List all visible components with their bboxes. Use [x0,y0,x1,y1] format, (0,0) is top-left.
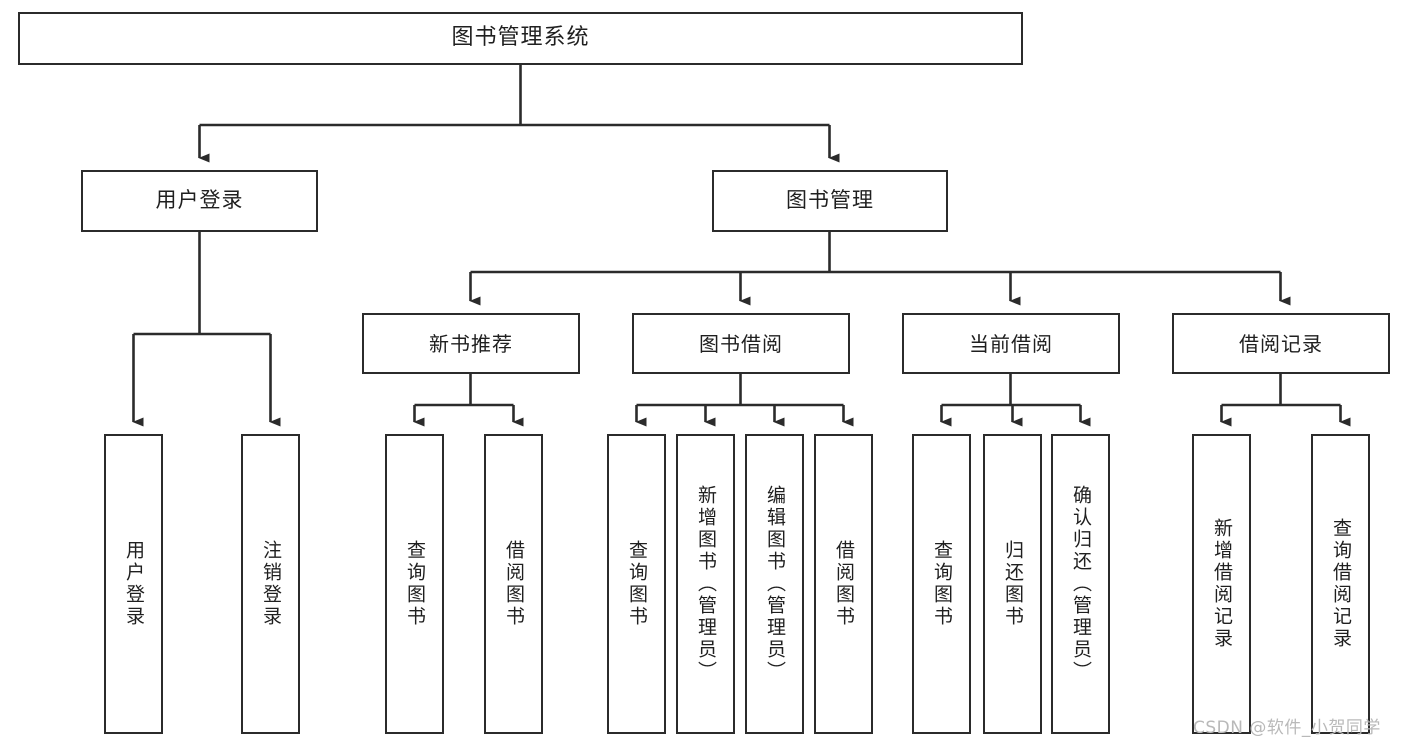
node-label: 查询图书 [404,540,426,628]
node-leaf-borrow-book-recommend[interactable]: 借阅图书 [484,434,543,734]
node-leaf-query-borrow-record[interactable]: 查询借阅记录 [1311,434,1370,734]
node-leaf-add-borrow-record[interactable]: 新增借阅记录 [1192,434,1251,734]
node-leaf-edit-book-admin[interactable]: 编辑图书（管理员） [745,434,804,734]
node-label: 注销登录 [260,540,282,628]
node-leaf-borrow-book[interactable]: 借阅图书 [814,434,873,734]
node-label: 借阅记录 [1239,331,1323,356]
node-label: 用户登录 [155,188,244,213]
node-label: 查询图书 [931,540,953,628]
node-root-book-management-system[interactable]: 图书管理系统 [18,12,1023,65]
node-label: 查询图书 [626,540,648,628]
node-leaf-user-login[interactable]: 用户登录 [104,434,163,734]
node-label: 归还图书 [1002,540,1024,628]
node-leaf-confirm-return-admin[interactable]: 确认归还（管理员） [1051,434,1110,734]
node-label: 当前借阅 [969,331,1053,356]
node-label: 确认归还（管理员） [1070,485,1092,683]
node-label: 新增图书（管理员） [695,485,717,683]
node-leaf-add-book-admin[interactable]: 新增图书（管理员） [676,434,735,734]
node-borrow-record[interactable]: 借阅记录 [1172,313,1390,374]
node-current-borrow[interactable]: 当前借阅 [902,313,1120,374]
node-label: 图书管理 [786,188,874,213]
node-book-manage[interactable]: 图书管理 [712,170,948,232]
csdn-watermark: CSDN @软件_小贺同学 [1193,718,1381,738]
node-leaf-query-book-current[interactable]: 查询图书 [912,434,971,734]
node-label: 图书管理系统 [451,25,590,51]
node-label: 借阅图书 [503,540,525,628]
node-label: 新增借阅记录 [1211,518,1233,650]
node-user-login[interactable]: 用户登录 [81,170,318,232]
node-label: 图书借阅 [699,331,783,356]
node-leaf-query-book-recommend[interactable]: 查询图书 [385,434,444,734]
node-book-borrow[interactable]: 图书借阅 [632,313,850,374]
node-new-book-recommend[interactable]: 新书推荐 [362,313,580,374]
node-leaf-return-book[interactable]: 归还图书 [983,434,1042,734]
node-label: 借阅图书 [833,540,855,628]
node-label: 编辑图书（管理员） [764,485,786,683]
node-label: 用户登录 [123,540,145,628]
node-leaf-logout[interactable]: 注销登录 [241,434,300,734]
node-label: 新书推荐 [429,331,513,356]
node-label: 查询借阅记录 [1330,518,1352,650]
node-leaf-query-book-borrow[interactable]: 查询图书 [607,434,666,734]
